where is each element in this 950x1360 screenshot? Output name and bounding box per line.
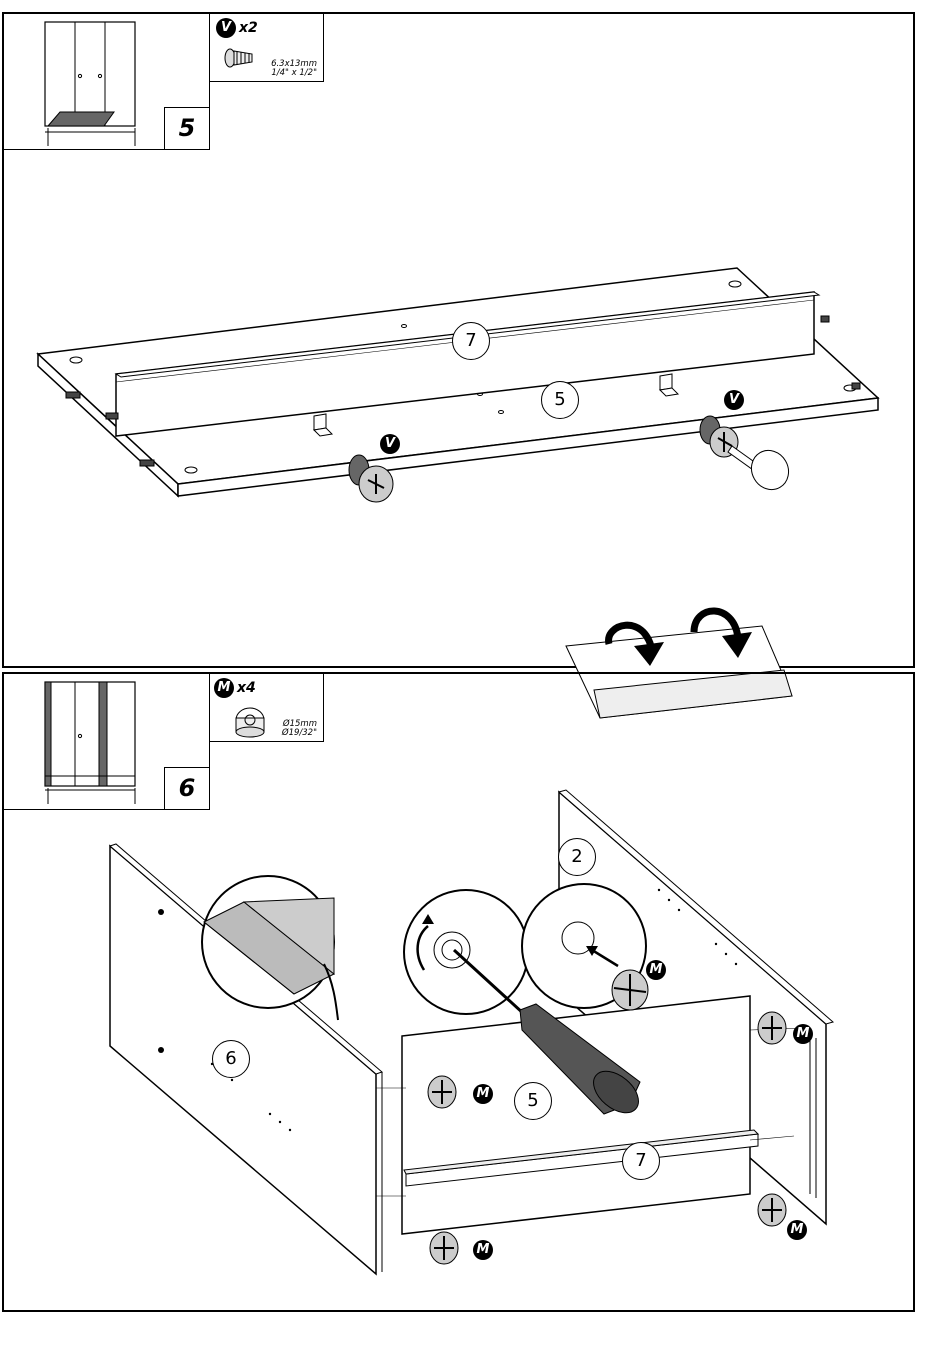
badge-v-left: V (380, 434, 400, 454)
step-5-panel: 5 V x2 6.3x13mm 1/4" x 1/2" (2, 12, 915, 668)
badge-m-right-top: M (793, 1024, 813, 1044)
callout-part-6: 6 (212, 1040, 250, 1078)
callout-part-7: 7 (452, 322, 490, 360)
badge-m-cam-insert: M (646, 960, 666, 980)
callout-part-5: 5 (514, 1082, 552, 1120)
badge-m-left-bottom: M (473, 1240, 493, 1260)
screw-v-right (700, 416, 796, 496)
step-6-assembly-drawing (4, 674, 917, 1314)
badge-m-right-bottom: M (787, 1220, 807, 1240)
badge-v-right: V (724, 390, 744, 410)
callout-part-7: 7 (622, 1142, 660, 1180)
cam-insert-magnifier (522, 884, 648, 1010)
callout-part-5: 5 (541, 381, 579, 419)
badge-m-left-top: M (473, 1084, 493, 1104)
cam-turn-magnifier (404, 890, 528, 1014)
step-6-panel: 6 M x4 Ø15mm Ø19/32" (2, 672, 915, 1312)
callout-part-2: 2 (558, 838, 596, 876)
